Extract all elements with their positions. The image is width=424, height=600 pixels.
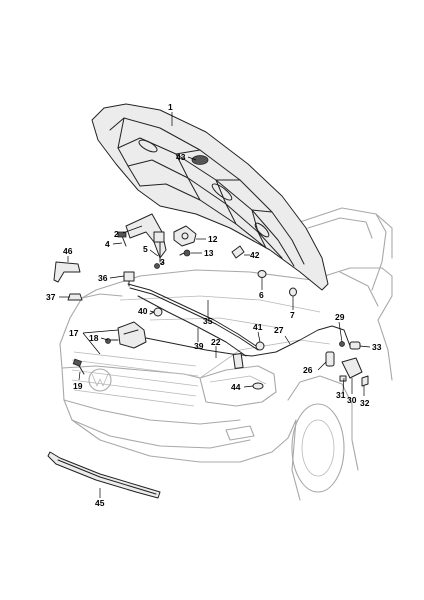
nut-part (252, 382, 264, 390)
callout-42: 42 (250, 250, 260, 260)
callout-2: 2 (114, 229, 119, 239)
callout-7: 7 (290, 310, 295, 320)
stop-part (289, 287, 297, 297)
callout-6: 6 (259, 290, 264, 300)
callout-18: 18 (89, 333, 99, 343)
callout-17: 17 (69, 328, 79, 338)
callout-41: 41 (253, 322, 263, 332)
callout-35: 35 (203, 316, 213, 326)
callout-44: 44 (231, 382, 241, 392)
callout-labels: 1 2 3 4 5 6 7 12 13 17 18 19 22 26 27 29… (46, 102, 382, 508)
callout-13: 13 (204, 248, 214, 258)
hood-hinge-assembly (117, 213, 167, 269)
bolt-part (179, 249, 191, 257)
front-seal-strip-part (47, 451, 161, 499)
callout-12: 12 (208, 234, 218, 244)
buffer-part (231, 245, 245, 259)
release-handle-assembly (325, 341, 369, 387)
callout-33: 33 (372, 342, 382, 352)
callout-29: 29 (335, 312, 345, 322)
callout-3: 3 (160, 257, 165, 267)
grommet-part (257, 270, 267, 278)
trim-strip-part (53, 261, 81, 283)
leader-lines (59, 112, 371, 498)
callout-39: 39 (194, 341, 204, 351)
hood-seal-part (127, 283, 259, 357)
clip-part-small (67, 293, 83, 301)
callout-26: 26 (303, 365, 313, 375)
callout-37: 37 (46, 292, 56, 302)
callout-27: 27 (274, 325, 284, 335)
clip-part (123, 271, 135, 287)
callout-5: 5 (143, 244, 148, 254)
callout-45: 45 (95, 498, 105, 508)
hood-pad-part (191, 155, 209, 165)
callout-32: 32 (360, 398, 370, 408)
callout-19: 19 (73, 381, 83, 391)
car-body-outline (59, 207, 393, 501)
callout-40: 40 (138, 306, 148, 316)
callout-4: 4 (105, 239, 110, 249)
hood-bracket-part (173, 225, 197, 247)
grommet-part-2 (255, 341, 265, 351)
callout-36: 36 (98, 273, 108, 283)
callout-31: 31 (336, 390, 346, 400)
hood-panel (91, 103, 329, 291)
callout-30: 30 (347, 395, 357, 405)
callout-46: 46 (63, 246, 73, 256)
callout-22: 22 (211, 337, 221, 347)
clamp-part (149, 307, 163, 317)
hood-lock-assembly (72, 321, 351, 375)
callout-43: 43 (176, 152, 186, 162)
callout-1: 1 (168, 102, 173, 112)
